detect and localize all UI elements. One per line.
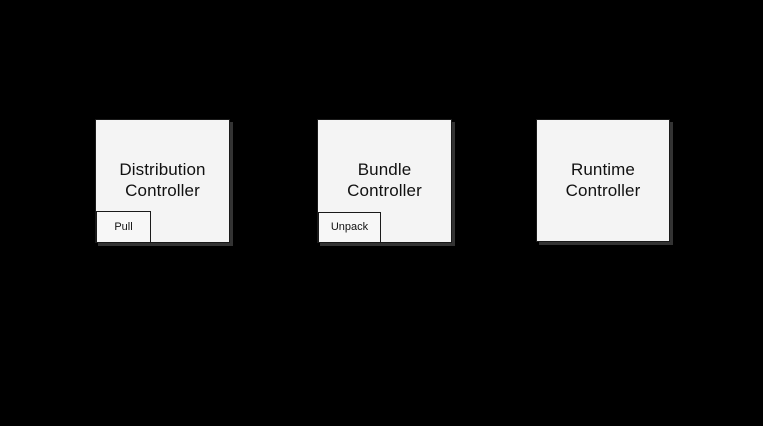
operation-tab-unpack[interactable]: Unpack: [318, 212, 381, 243]
operation-tab-pull-label: Pull: [114, 220, 133, 233]
node-title-runtime-controller: Runtime Controller: [565, 159, 641, 200]
operation-tab-pull[interactable]: Pull: [96, 211, 151, 243]
node-title-bundle-controller: Bundle Controller: [347, 160, 422, 201]
node-runtime-controller[interactable]: Runtime Controller: [536, 119, 670, 242]
operation-tab-unpack-label: Unpack: [330, 221, 369, 233]
node-title-distribution-controller: Distribution Controller: [119, 160, 206, 201]
